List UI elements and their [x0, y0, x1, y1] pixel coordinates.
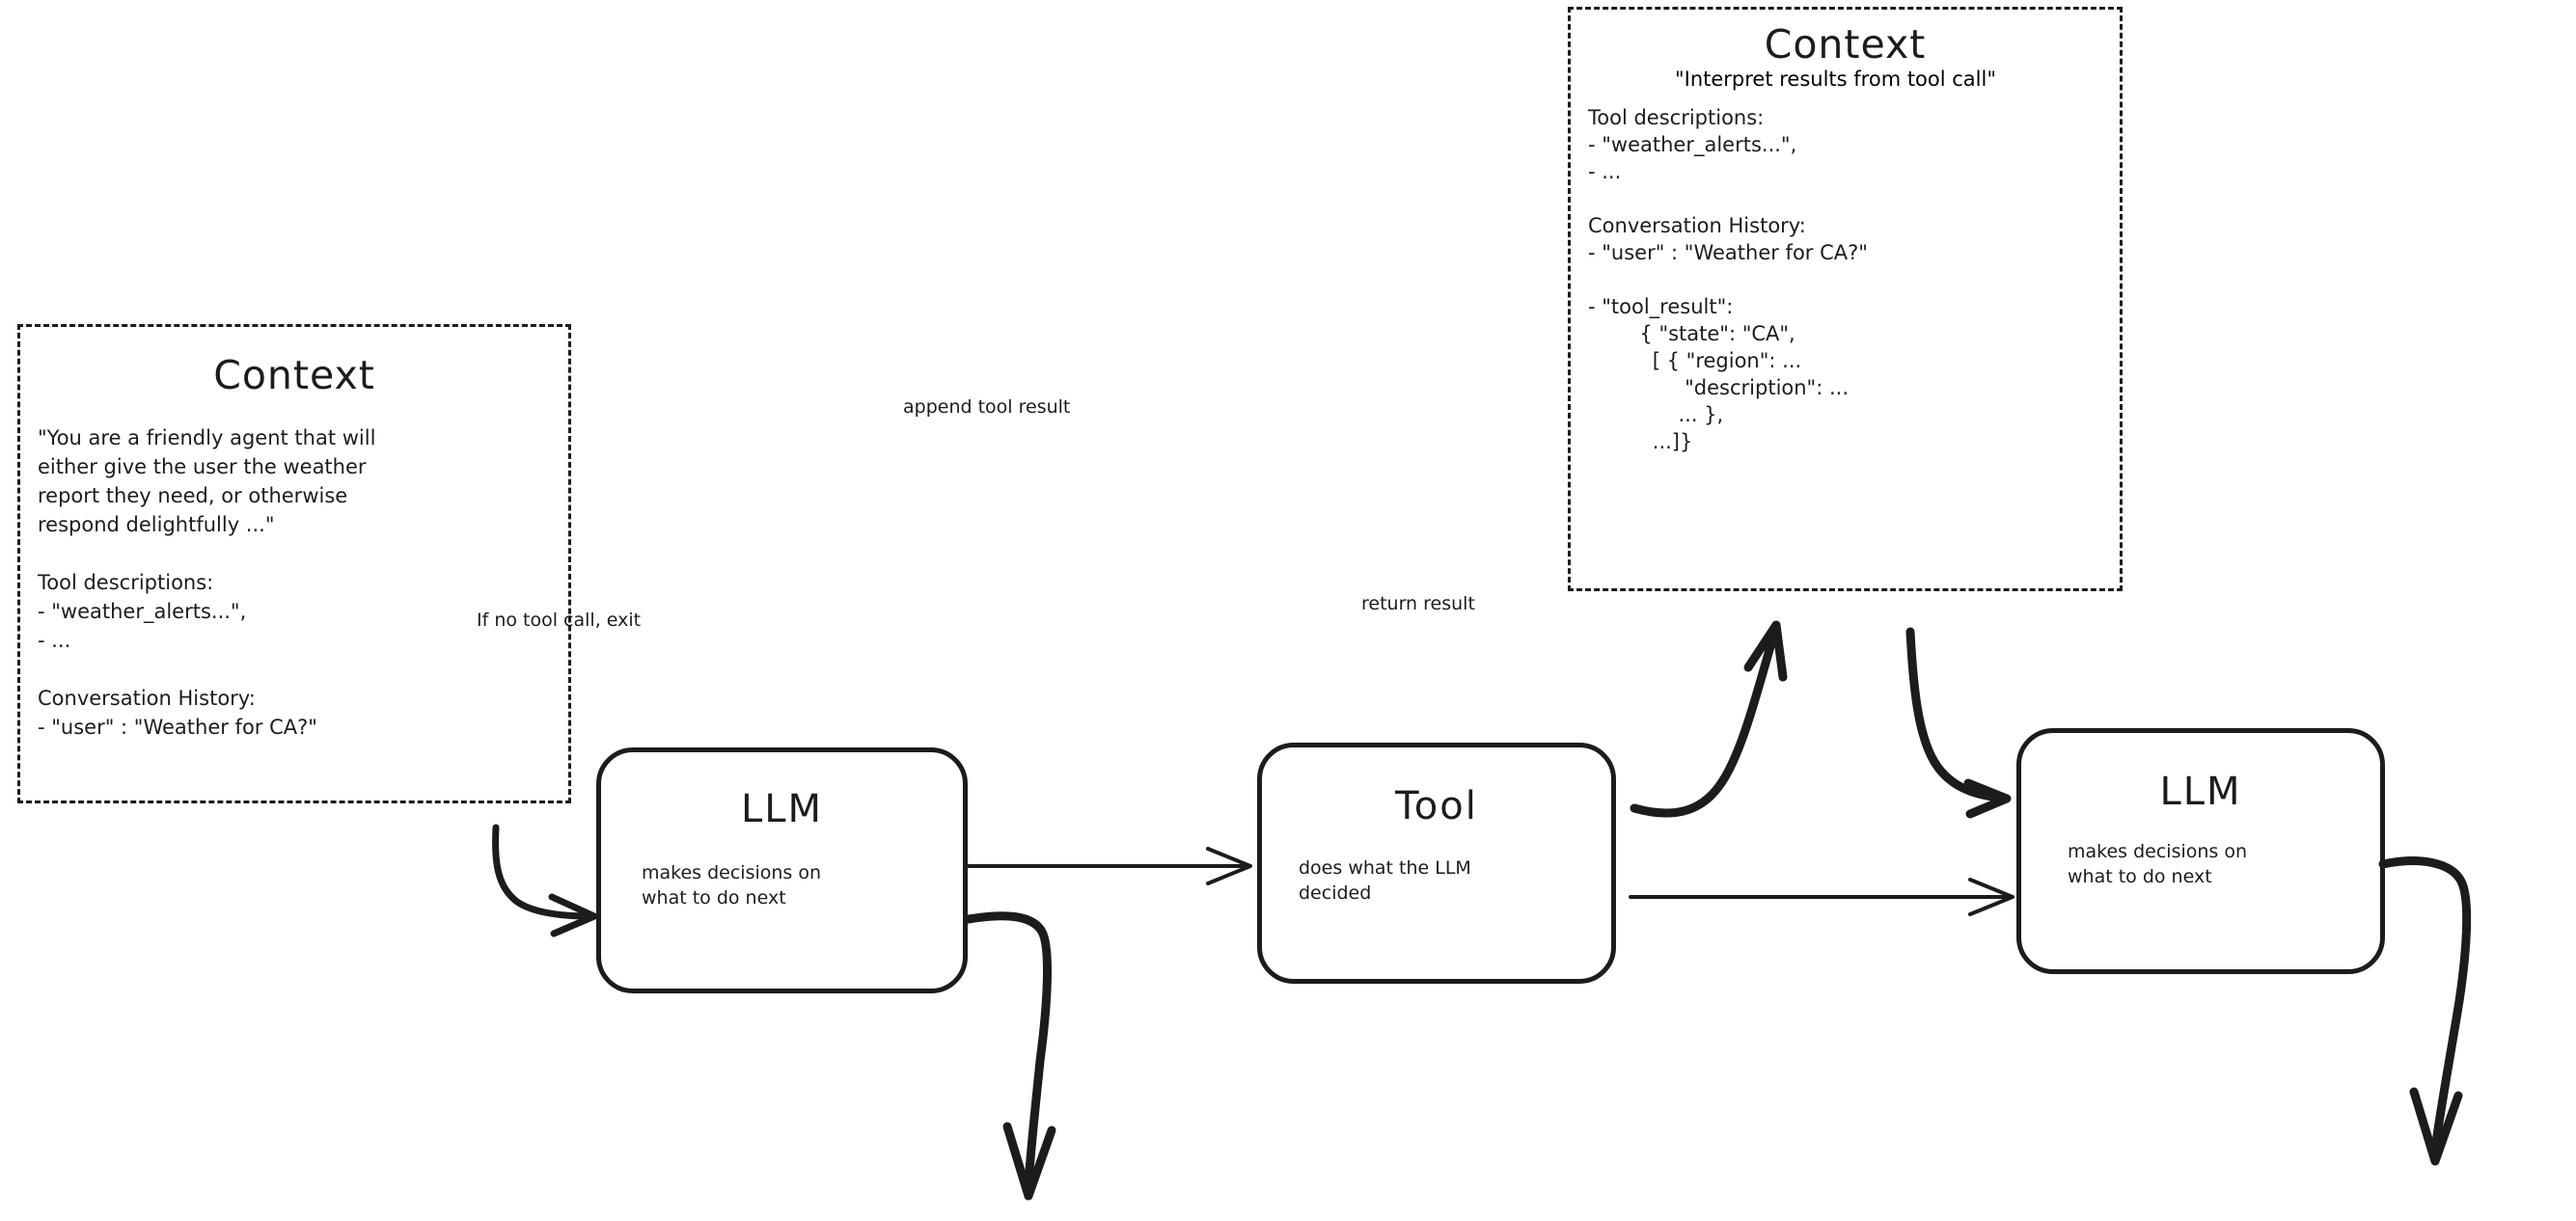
arrow-llm-second-return — [2378, 856, 2472, 1166]
context-box-left: Context "You are a friendly agent that w… — [17, 324, 571, 803]
edge-label-if-no-tool-call-exit: If no tool call, exit — [477, 610, 642, 631]
edge-label-return-result: return result — [1361, 593, 1475, 614]
arrow-context-right-to-llm-second — [1905, 627, 2012, 819]
node-tool[interactable]: Tool does what the LLM decided — [1257, 743, 1616, 984]
arrow-tool-to-llm-second — [1629, 878, 2014, 916]
context-right-body: Tool descriptions: - "weather_alerts..."… — [1588, 106, 1868, 453]
node-llm-first-title: LLM — [740, 787, 824, 831]
node-llm-second-title: LLM — [2159, 770, 2242, 814]
arrow-llm-first-exit — [964, 911, 1056, 1201]
edge-label-append-tool-result: append tool result — [903, 396, 1071, 418]
context-right-subtitle: "Interpret results from tool call" — [1674, 68, 1997, 91]
node-llm-second[interactable]: LLM makes decisions on what to do next — [2016, 728, 2385, 974]
node-llm-first-description: makes decisions on what to do next — [642, 862, 822, 909]
arrow-context-to-llm-first — [492, 824, 598, 937]
context-left-body: "You are a friendly agent that will eith… — [38, 426, 376, 739]
context-box-right: Context "Interpret results from tool cal… — [1568, 7, 2123, 591]
context-left-title: Context — [213, 352, 375, 398]
arrow-llm-first-to-tool — [967, 847, 1252, 885]
node-tool-description: does what the LLM decided — [1299, 857, 1471, 904]
node-llm-first[interactable]: LLM makes decisions on what to do next — [596, 747, 968, 993]
node-llm-second-description: makes decisions on what to do next — [2068, 841, 2248, 887]
context-right-title: Context — [1764, 21, 1927, 68]
arrow-tool-to-context-right — [1630, 620, 1788, 818]
node-tool-title: Tool — [1395, 784, 1478, 828]
